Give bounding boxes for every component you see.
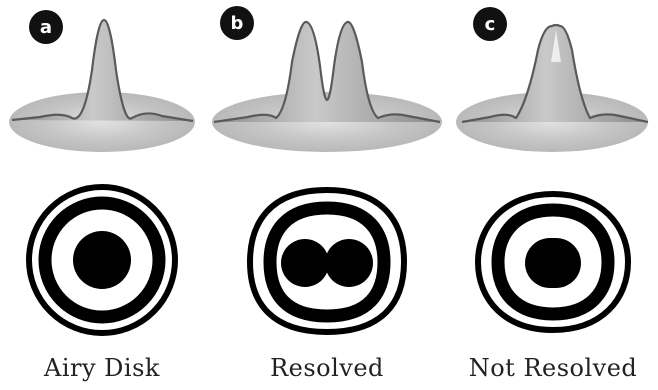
panel-b-rings [250, 190, 404, 332]
panel-a-rings [29, 187, 175, 333]
panel-b-peaks [212, 22, 442, 152]
caption-resolved: Resolved [227, 354, 427, 382]
badge-c-label: c [485, 14, 496, 35]
badge-b: b [220, 6, 254, 40]
caption-airy-disk: Airy Disk [2, 354, 202, 382]
badge-a-label: a [40, 17, 52, 38]
badge-a: a [29, 10, 63, 44]
not-resolved-merged-disk [525, 238, 581, 288]
resolved-left-disk [281, 239, 329, 287]
airy-central-disk [73, 231, 131, 289]
panel-c-peaks [456, 25, 648, 152]
badge-b-label: b [231, 13, 244, 34]
resolved-right-disk [325, 239, 373, 287]
panel-c-rings [478, 194, 628, 330]
badge-c: c [473, 7, 507, 41]
caption-not-resolved: Not Resolved [453, 354, 653, 382]
